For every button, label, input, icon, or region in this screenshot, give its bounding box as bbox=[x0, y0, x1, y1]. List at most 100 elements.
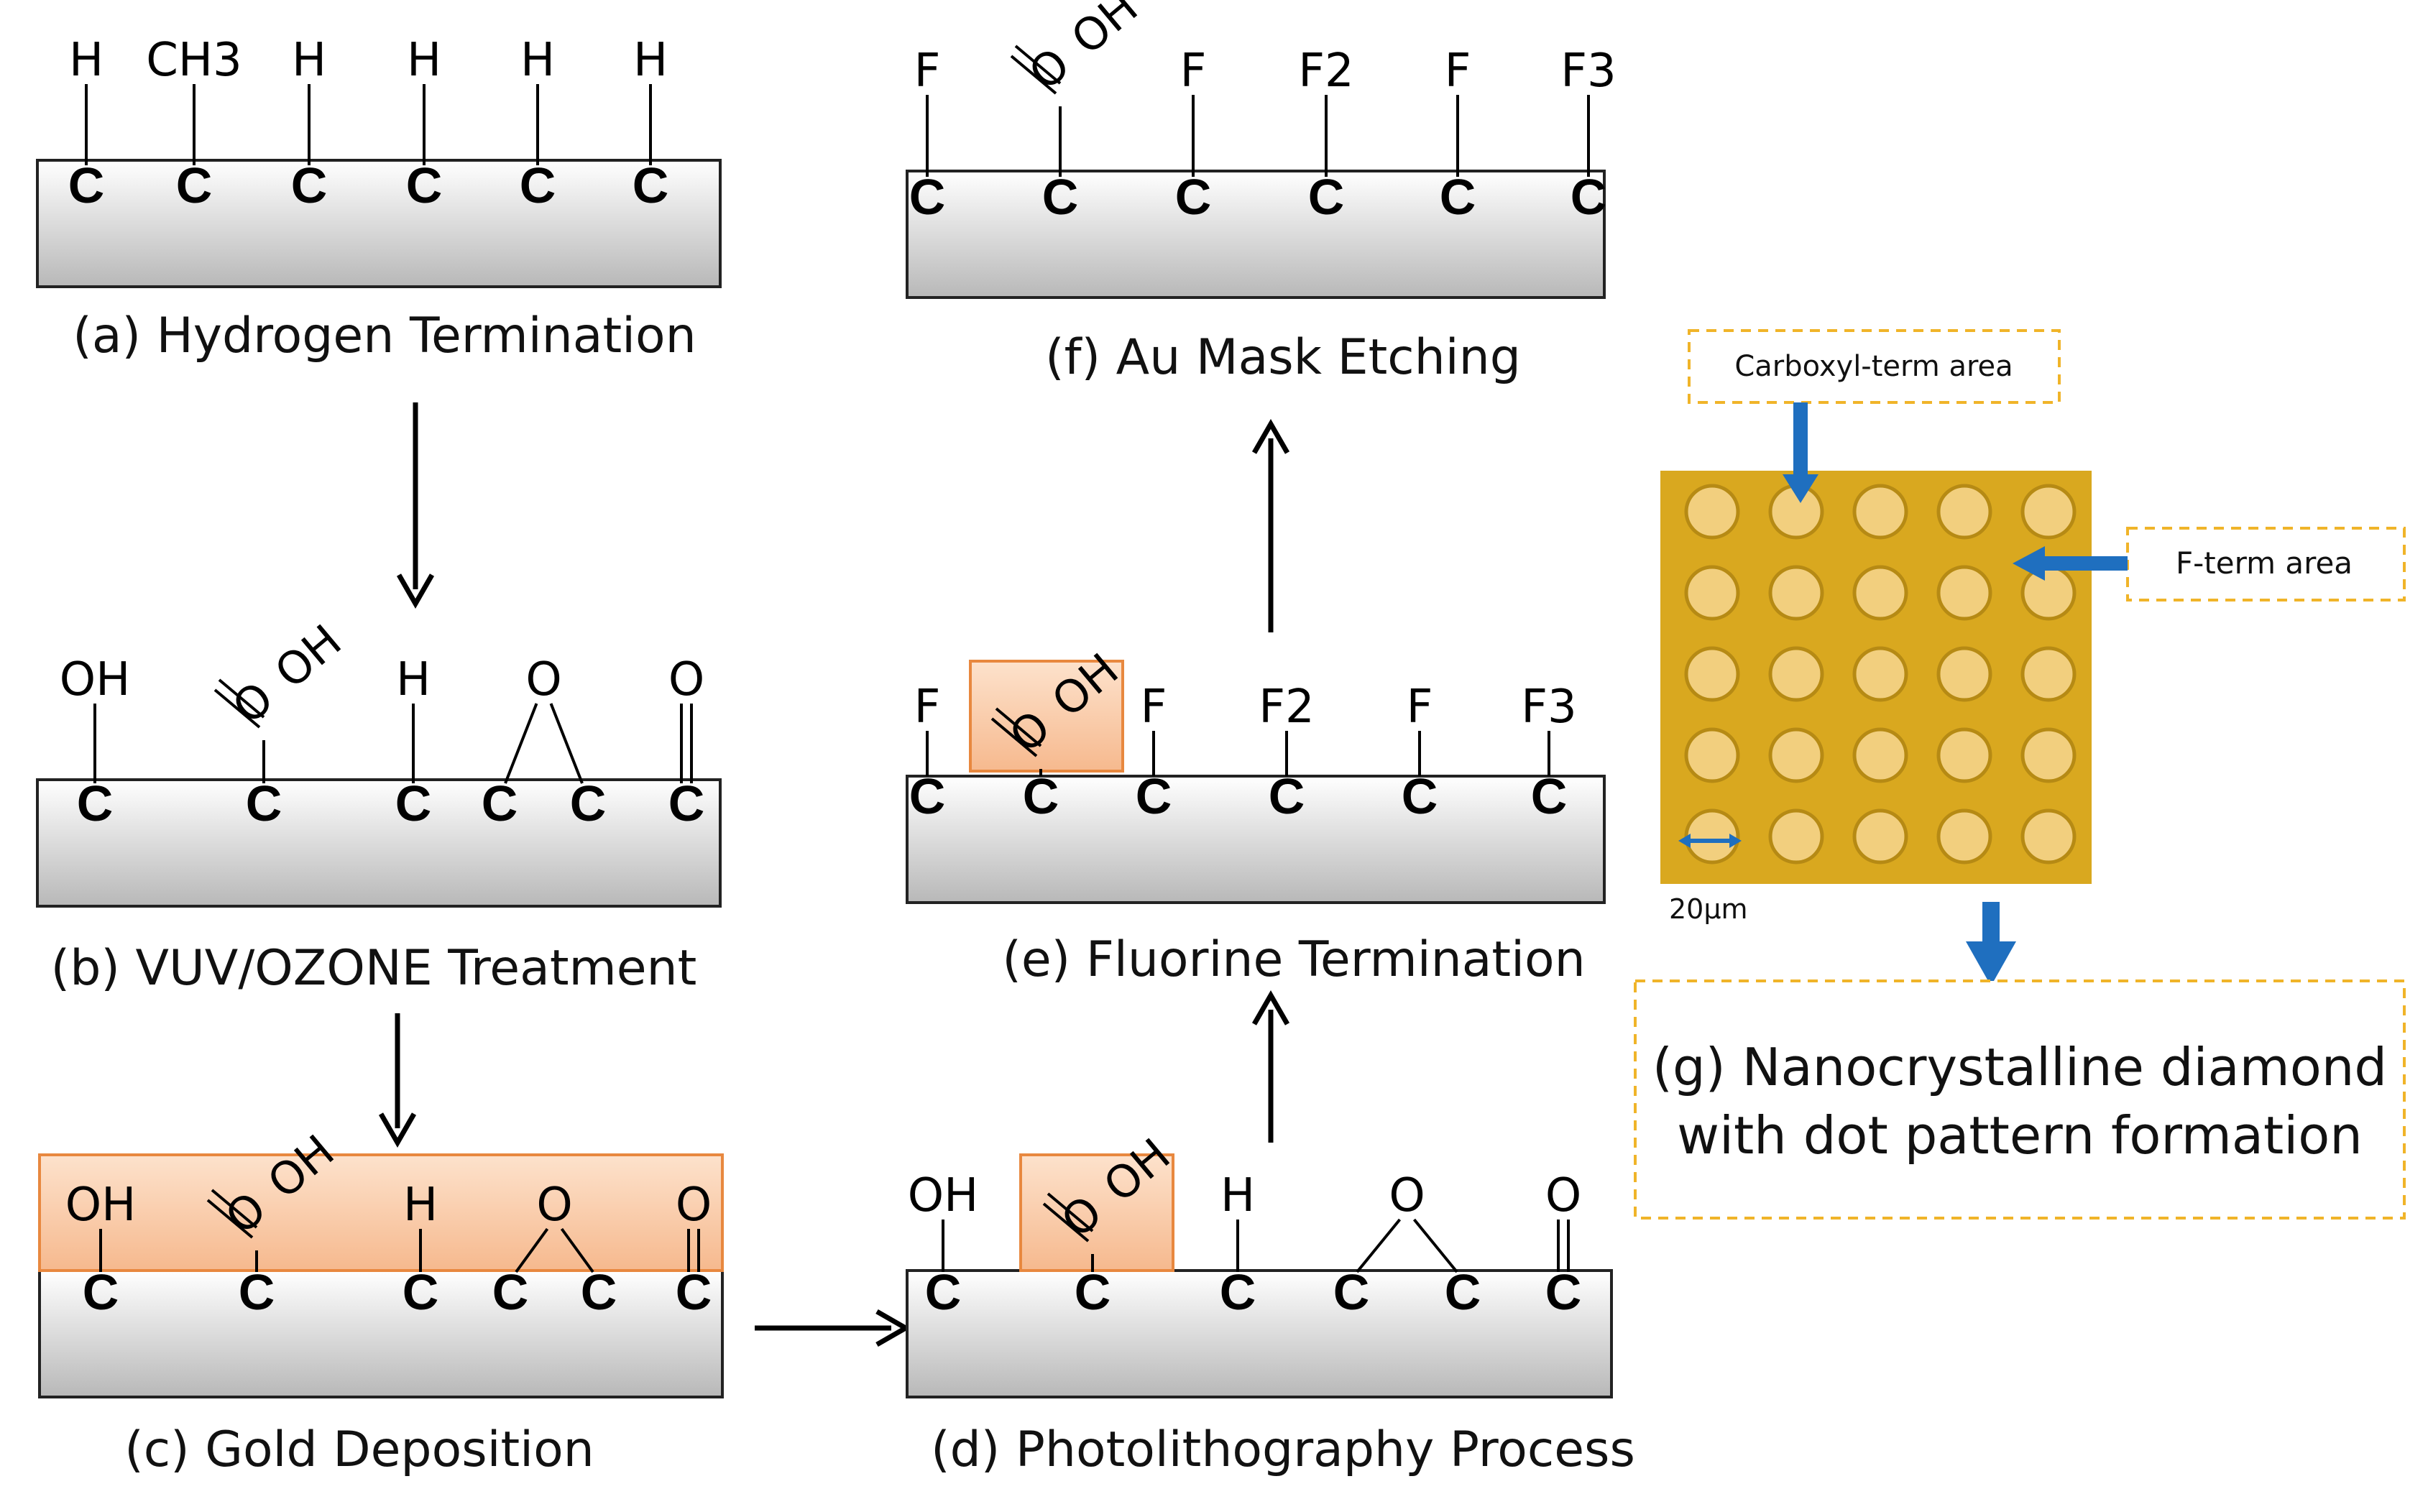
caption-b: (b) VUV/OZONE Treatment bbox=[51, 940, 697, 997]
surface-group-single: FC bbox=[1175, 45, 1212, 225]
carbon-label: C bbox=[570, 775, 607, 831]
carbon-label: C bbox=[909, 768, 946, 824]
carbon-label: C bbox=[239, 1264, 275, 1320]
micro-dot bbox=[1684, 565, 1740, 621]
carbon-label: C bbox=[676, 1264, 712, 1320]
surface-group-single: FC bbox=[909, 45, 946, 225]
surface-group-single: FC bbox=[1440, 45, 1476, 225]
carbon-label: C bbox=[68, 157, 105, 213]
terminal-atom-label: F bbox=[914, 681, 941, 734]
carbon-label: C bbox=[1440, 169, 1476, 225]
surface-group-single: F3C bbox=[1521, 681, 1577, 824]
carbon-label: C bbox=[1220, 1264, 1256, 1320]
arrow-e-to-f bbox=[1251, 418, 1290, 632]
surface-group-single: OH C bbox=[65, 1179, 137, 1320]
micro-dot bbox=[1684, 484, 1740, 540]
terminal-atom-label: F2 bbox=[1259, 681, 1315, 734]
surface-group-single: OHC bbox=[908, 1169, 979, 1320]
terminal-atom-label: CH3 bbox=[146, 34, 242, 87]
carbon-label: C bbox=[581, 1264, 617, 1320]
carboxyl-callout-label: Carboxyl-term area bbox=[1734, 350, 2013, 383]
caption-a: (a) Hydrogen Termination bbox=[73, 308, 696, 364]
caption-d: (d) Photolithography Process bbox=[931, 1421, 1635, 1478]
carbon-label: C bbox=[291, 157, 328, 213]
micro-dot bbox=[2020, 646, 2077, 702]
terminal-atom-label: OH bbox=[65, 1179, 137, 1232]
carbon-label: C bbox=[1402, 768, 1438, 824]
surface-group-single: F2C bbox=[1298, 45, 1354, 225]
caption-f: (f) Au Mask Etching bbox=[1045, 329, 1521, 386]
terminal-atom-label: H bbox=[1220, 1169, 1255, 1222]
carboxyl-label: OOH bbox=[1019, 0, 1148, 100]
fterm-callout-box bbox=[2126, 527, 2406, 601]
epoxide-oxygen-label: O bbox=[536, 1179, 572, 1232]
carboxyl-callout-arrowhead bbox=[1783, 474, 1818, 503]
micro-dot bbox=[1936, 727, 1992, 783]
carbon-label: C bbox=[1571, 169, 1607, 225]
surface-group-single: HC bbox=[395, 653, 432, 831]
surface-group-carbonyl: OC bbox=[676, 1179, 712, 1320]
terminal-atom-label: F3 bbox=[1521, 681, 1577, 734]
terminal-atom-label: H bbox=[292, 34, 326, 87]
result-box: (g) Nanocrystalline diamond with dot pat… bbox=[1634, 979, 2406, 1220]
terminal-atom-label: H bbox=[633, 34, 668, 87]
terminal-atom-label: OH bbox=[60, 653, 131, 706]
diamond-substrate bbox=[38, 1269, 724, 1398]
carbon-label: C bbox=[1545, 1264, 1582, 1320]
terminal-atom-label: F bbox=[914, 45, 941, 98]
micro-dot bbox=[1936, 808, 1992, 865]
surface-group-single: HC bbox=[520, 34, 556, 213]
micro-dot bbox=[2020, 727, 2077, 783]
surface-group-single: HC bbox=[291, 34, 328, 213]
arrow-to-result bbox=[1966, 902, 2016, 986]
terminal-atom-label: F bbox=[1445, 45, 1471, 98]
scale-label: 20µm bbox=[1669, 893, 1748, 925]
epoxide-oxygen-label: O bbox=[1389, 1169, 1425, 1222]
fterm-callout: F-term area bbox=[2013, 527, 2406, 601]
terminal-atom-label: F bbox=[1407, 681, 1433, 734]
arrow-c-to-d bbox=[755, 1309, 911, 1347]
micro-dot bbox=[1936, 646, 1992, 702]
carbon-label: C bbox=[83, 1264, 119, 1320]
terminal-atom-label: H bbox=[403, 1179, 438, 1232]
carbon-label: C bbox=[1531, 768, 1568, 824]
surface-group-single: FC bbox=[1402, 681, 1438, 824]
fterm-callout-arrowhead bbox=[2013, 546, 2045, 581]
micro-dot bbox=[1852, 646, 1908, 702]
carbonyl-oxygen-label: O bbox=[668, 653, 704, 706]
scale-arrow bbox=[1678, 834, 1742, 848]
result-box-frame bbox=[1634, 979, 2406, 1220]
micro-dot bbox=[1852, 808, 1908, 865]
surface-group-single: HC bbox=[406, 34, 443, 213]
micro-dot bbox=[1684, 727, 1740, 783]
result-line-2: with dot pattern formation bbox=[1677, 1105, 2363, 1166]
micro-dot bbox=[1852, 565, 1908, 621]
carbon-label: C bbox=[395, 775, 432, 831]
diamond-substrate bbox=[906, 775, 1606, 904]
carbon-label: C bbox=[406, 157, 443, 213]
surface-group-carbonyl: OC bbox=[1545, 1169, 1582, 1320]
carboxyl-callout: Carboxyl-term area bbox=[1688, 329, 2061, 503]
carbon-label: C bbox=[1445, 1264, 1481, 1320]
carbonyl-oxygen-label: O bbox=[676, 1179, 712, 1232]
gold-mask bbox=[1019, 1153, 1174, 1272]
terminal-atom-label: H bbox=[396, 653, 431, 706]
diamond-substrate bbox=[36, 778, 722, 908]
surface-group-single: F2C bbox=[1259, 681, 1315, 824]
terminal-atom-label: H bbox=[520, 34, 555, 87]
surface-group-single: HC bbox=[633, 34, 669, 213]
arrow-a-to-b bbox=[396, 402, 435, 609]
carboxyl-callout-arrow bbox=[1793, 402, 1808, 478]
micro-dot bbox=[2020, 565, 2077, 621]
carbon-label: C bbox=[77, 775, 114, 831]
diamond-substrate bbox=[36, 159, 722, 288]
